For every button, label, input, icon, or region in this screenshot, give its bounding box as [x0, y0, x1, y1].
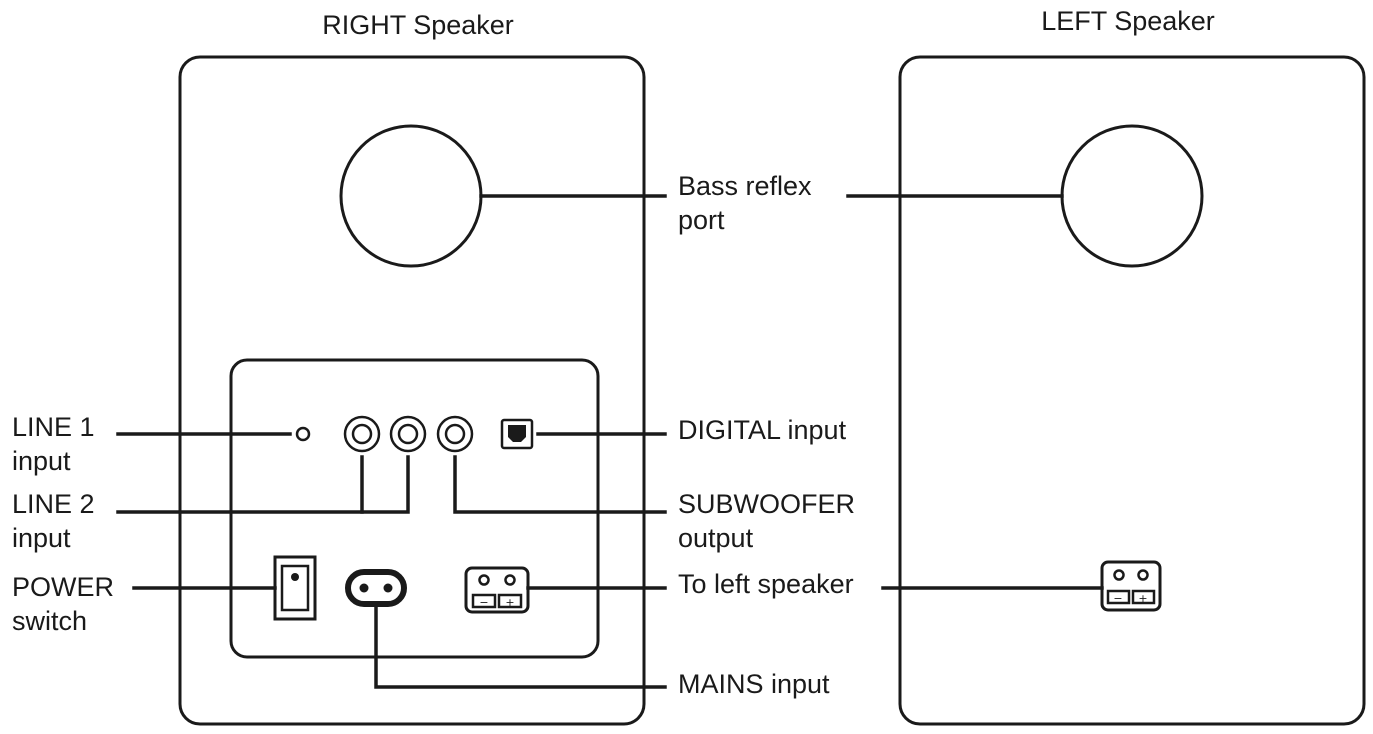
mains-label: MAINS input: [678, 669, 830, 699]
leader-lines: [116, 194, 1104, 689]
line1-label-2: input: [12, 446, 71, 476]
bass-reflex-label-1: Bass reflex: [678, 171, 812, 201]
mains-leader: [374, 604, 667, 689]
power-label-1: POWER: [12, 572, 114, 602]
line2-label-2: input: [12, 523, 71, 553]
line2-leader: [116, 455, 410, 514]
line2-rca-left: [343, 415, 381, 453]
left-speaker-cabinet: [898, 55, 1366, 726]
right-bass-reflex-port: [339, 124, 483, 268]
line1-jack: [295, 426, 311, 442]
right-speaker-title: RIGHT Speaker: [322, 10, 514, 40]
right-speaker-cabinet: [178, 55, 646, 726]
left-terminal-plus-label: +: [1138, 592, 1147, 605]
mains-socket: [345, 569, 407, 607]
line2-label-1: LINE 2: [12, 489, 95, 519]
digital-optical-jack: [500, 418, 534, 450]
subwoofer-label-1: SUBWOOFER: [678, 489, 855, 519]
line1-label-1: LINE 1: [12, 412, 95, 442]
left-speaker-title: LEFT Speaker: [1041, 6, 1215, 36]
terminal-plus-label: +: [505, 596, 514, 609]
line2-rca-right: [389, 415, 427, 453]
right-speaker-terminal: − +: [464, 566, 530, 614]
subwoofer-leader: [453, 455, 667, 514]
subwoofer-label-2: output: [678, 523, 754, 553]
connector-panel: [229, 358, 600, 659]
digital-label: DIGITAL input: [678, 415, 847, 445]
bass-reflex-label-2: port: [678, 205, 725, 235]
terminal-minus-label: −: [479, 596, 488, 609]
to-left-speaker-label: To left speaker: [678, 569, 854, 599]
left-bass-reflex-port: [1060, 124, 1204, 268]
left-speaker-terminal: − +: [1100, 560, 1162, 612]
subwoofer-rca: [436, 415, 474, 453]
power-label-2: switch: [12, 606, 87, 636]
power-switch: [273, 555, 317, 621]
left-terminal-minus-label: −: [1113, 592, 1122, 605]
